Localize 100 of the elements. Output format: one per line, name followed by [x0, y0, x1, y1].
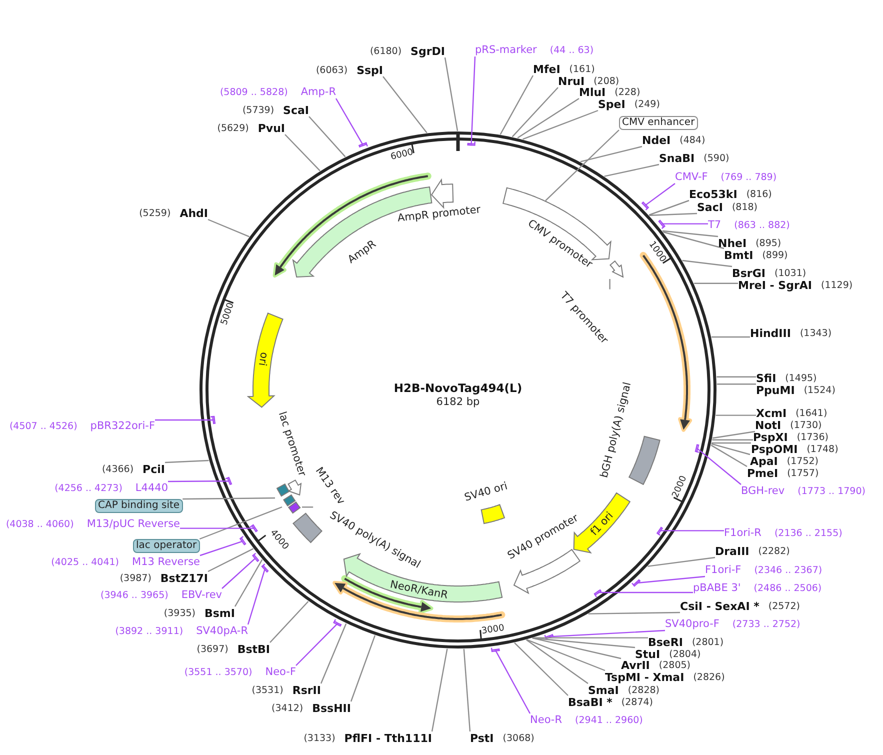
scale-label: 5000 [218, 301, 238, 327]
enzyme-name: BstZ17I [160, 572, 208, 584]
enzyme-name: PpuMI [756, 384, 795, 396]
enzyme-name: NdeI [642, 134, 671, 146]
primer-leader-line [658, 220, 709, 230]
primer-leader-line [247, 563, 269, 626]
cut-site-position: (1343) [800, 326, 832, 340]
primer-name: Neo-F [265, 666, 296, 678]
leader-line [663, 231, 724, 250]
cut-site-position: (2282) [758, 544, 790, 558]
plasmid-length: 6182 bp [436, 396, 480, 408]
enzyme-name: PmeI [747, 466, 778, 480]
cut-site-position: (1730) [790, 418, 822, 432]
cut-site-position: (2572) [768, 600, 800, 612]
leader-line [517, 98, 580, 138]
leader-line [604, 164, 660, 177]
cut-site-position: (3068) [502, 732, 534, 744]
leader-line [182, 497, 275, 500]
primer-range: (4256 .. 4273) [54, 482, 122, 494]
primer-leader-line [594, 589, 694, 598]
leader-line [514, 642, 568, 696]
cut-site-position: (1748) [806, 442, 838, 456]
cut-site-position: (1129) [820, 278, 853, 292]
leader-line [716, 384, 756, 385]
primer-leader-line [295, 618, 342, 666]
plasmid-name: H2B-NovoTag494(L) [394, 382, 522, 394]
leader-line [588, 612, 680, 614]
enzyme-name: HindIII [750, 326, 791, 340]
primer-leader-line [631, 576, 706, 587]
leader-line [649, 212, 698, 216]
scale-label: 3000 [480, 622, 505, 638]
enzyme-name: StuI [635, 648, 660, 660]
leader-line [234, 559, 263, 607]
cut-site-position: (2826) [693, 670, 725, 684]
cut-site-position: (4366) [102, 462, 134, 476]
primer-range: (4507 .. 4526) [9, 420, 78, 432]
leader-line [712, 336, 750, 338]
cut-site-position: (5629) [217, 122, 249, 134]
leader-line [526, 639, 588, 684]
primer-range: (4038 .. 4060) [6, 518, 74, 530]
enzyme-name: BseRI [648, 636, 683, 648]
leader-line [382, 76, 428, 134]
cut-site-position: (484) [680, 134, 706, 146]
leader-line [662, 230, 718, 238]
leader-line [682, 260, 732, 268]
feature-bar-icon [287, 501, 302, 515]
enzyme-name: BssHII [312, 702, 351, 714]
leader-line [431, 648, 448, 732]
primer-range: (3551 .. 3570) [184, 666, 252, 678]
cut-site-position: (1641) [796, 406, 828, 420]
cut-site-position: (2801) [692, 636, 724, 648]
enzyme-name: SacI [697, 200, 723, 214]
primer-name: T7 [708, 218, 722, 232]
primer-range: (5809 .. 5828) [220, 86, 288, 98]
leader-line [350, 635, 376, 702]
primer-range: (863 .. 882) [734, 218, 790, 232]
leader-line [512, 87, 558, 138]
enzyme-name: SgrDI [410, 44, 445, 58]
enzyme-name: SfiI [756, 372, 776, 384]
primer-name: M13 Reverse [132, 556, 200, 568]
primer-name: pBR322ori-F [90, 420, 155, 432]
enzyme-name: BsrGI [732, 266, 766, 280]
cut-site-position: (3412) [272, 702, 304, 714]
leader-line [532, 638, 636, 648]
enzyme-name: TspMI - XmaI [605, 670, 684, 684]
primer-leader-line [490, 647, 531, 714]
primer-leader-line [694, 444, 742, 486]
enzyme-name: PvuI [258, 122, 285, 134]
cut-site-position: (1495) [785, 372, 817, 384]
feature-name: f1 ori [588, 510, 616, 538]
primer-range: (2486 .. 2506) [754, 582, 822, 594]
primer-leader-line [642, 182, 676, 211]
primer-range: (3946 .. 3965) [100, 588, 168, 602]
cut-site-position: (2828) [628, 684, 660, 696]
cut-site-position: (6063) [316, 64, 348, 76]
leader-line [580, 146, 642, 162]
cut-site-position: (161) [569, 62, 595, 76]
enzyme-name: DraIII [715, 544, 750, 558]
enzyme-name: AvrII [621, 658, 650, 672]
enzyme-name: MfeI [533, 62, 560, 76]
feature-bar-icon [282, 493, 297, 507]
primer-leader-line [335, 98, 368, 148]
leader-line [208, 548, 254, 572]
enzyme-name: MluI [579, 86, 606, 98]
cut-site-position: (1757) [787, 466, 819, 480]
enzyme-name: PflFI - Tth111I [344, 732, 432, 744]
cut-site-position: (2805) [658, 658, 690, 672]
cut-site-position: (2804) [669, 648, 701, 660]
cut-site-position: (1524) [804, 384, 836, 396]
cut-site-position: (3531) [252, 684, 284, 696]
enzyme-name: ScaI [283, 104, 309, 116]
primer-name: F1ori-R [724, 526, 762, 540]
cut-site-position: (816) [746, 188, 772, 200]
cut-site-position: (6180) [370, 44, 402, 58]
leader-line [716, 376, 756, 378]
primer-range: (3892 .. 3911) [115, 624, 184, 638]
enzyme-name: BsaBI * [568, 696, 612, 708]
primer-range: (2941 .. 2960) [575, 714, 643, 726]
leader-line [444, 57, 458, 132]
primer-range: (2136 .. 2155) [774, 526, 842, 540]
